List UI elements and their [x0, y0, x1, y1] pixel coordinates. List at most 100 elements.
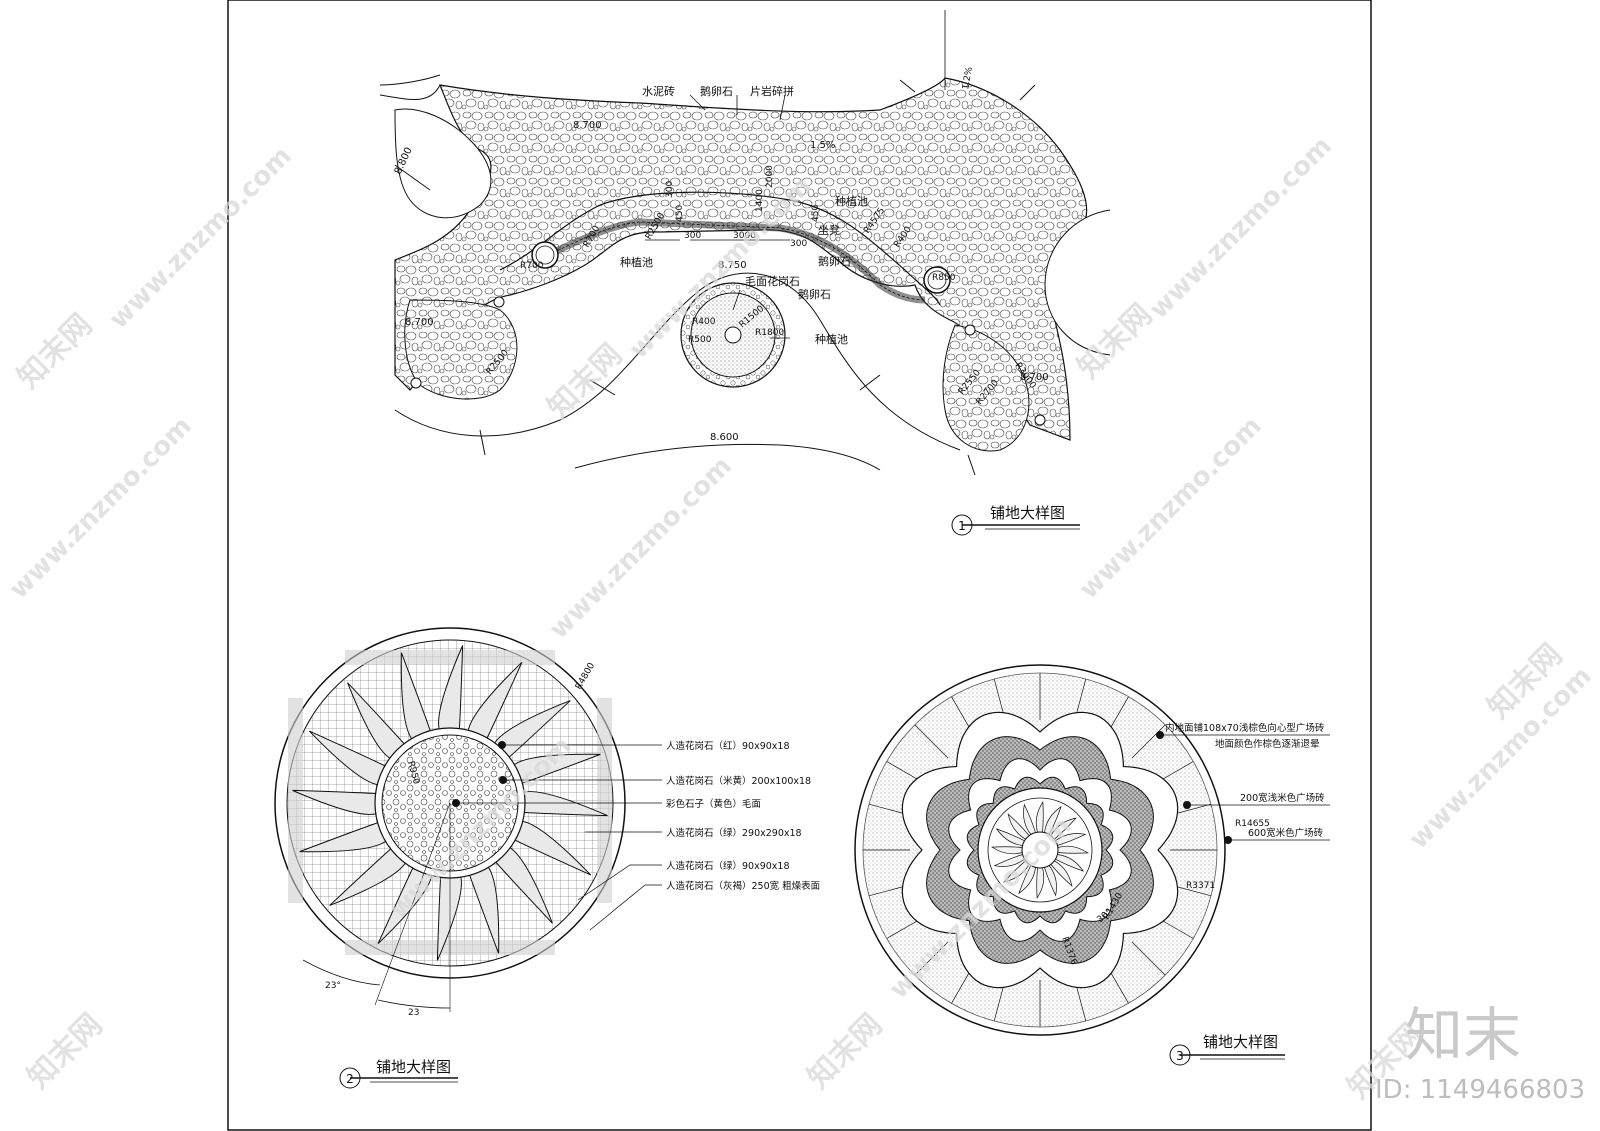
legend-item: 200宽浅米色广场砖 [1240, 792, 1325, 804]
level-mark: 8.750 [718, 260, 747, 271]
dimension: 450 [811, 205, 821, 222]
level-mark: 8.600 [710, 432, 739, 443]
tile-joint [914, 941, 949, 976]
svg-text:1: 1 [958, 519, 966, 533]
label-planter-left: 种植池 [620, 255, 653, 269]
drawing-frame [227, 0, 1372, 1131]
legend-item: 人造花岗石（红）90x90x18 [666, 740, 790, 752]
sun-ray [518, 791, 608, 817]
legend-item: 彩色石子（黄色）毛面 [666, 798, 761, 810]
detail-2-title: 2 铺地大样图 [339, 1058, 458, 1089]
sun-ray [347, 682, 409, 761]
tile-joint [914, 724, 949, 759]
watermark-site: www.znzmo.com [544, 451, 738, 645]
svg-text:铺地大样图: 铺地大样图 [990, 504, 1065, 522]
label-cobblestone-mid: 鹅卵石 [818, 254, 851, 268]
center-round-planter [680, 282, 786, 388]
label-cobblestone-circle: 鹅卵石 [798, 287, 831, 301]
radius-label: R3371 [1186, 881, 1215, 891]
paving-area-main [394, 77, 1088, 441]
mini-sun-ray [995, 828, 1025, 846]
bollard-node [535, 245, 555, 265]
center-sun-motif [991, 801, 1089, 899]
detail-3-legend: 内地面铺108x70浅棕色向心型广场砖 地面颜色作棕色逐渐退晕 200宽浅米色广… [1156, 722, 1330, 844]
sun-ray [438, 645, 464, 735]
legend-item: 地面颜色作棕色逐渐退晕 [1215, 738, 1320, 750]
left-lawn-island [394, 108, 492, 219]
watermark-brand: 知末网 [801, 1007, 889, 1095]
dimension: 300 [665, 181, 675, 198]
mini-sun-ray [1003, 860, 1030, 883]
mini-sun-ray [1044, 805, 1062, 835]
dimension: 450 [675, 205, 685, 222]
mini-sun-ray [1035, 801, 1044, 833]
left-circular-lobe [404, 299, 518, 400]
label-slate-mosaic: 片岩碎拼 [750, 84, 794, 98]
watermark-site: www.znzmo.com [1074, 411, 1268, 605]
dimension: 3000 [733, 231, 756, 241]
dimension: R1800 [755, 328, 784, 338]
detail-2-legend: 人造花岗石（红）90x90x18 人造花岗石（米黄）200x100x18 彩色石… [452, 740, 820, 931]
sun-ray [510, 820, 592, 876]
legend-item: 600宽米色广场砖 [1248, 827, 1324, 839]
legend-item: 人造花岗石（绿）90x90x18 [666, 860, 790, 872]
mini-sun-ray [1050, 817, 1077, 840]
watermark-site: www.znzmo.com [1144, 131, 1338, 325]
detail-3-title: 3 铺地大样图 [1169, 1033, 1285, 1066]
watermark-brand: 知末网 [541, 337, 629, 425]
mini-sun-ray [1018, 865, 1036, 895]
sun-ray [308, 730, 390, 786]
watermark-site: www.znzmo.com [4, 411, 198, 605]
slope-mark-top: 1.2% [961, 66, 975, 91]
watermark-brand: 知末网 [21, 1007, 109, 1095]
label-cement-brick: 水泥砖 [642, 84, 675, 98]
level-mark: 8.700 [573, 120, 602, 131]
label-bench: 坐凳 [818, 223, 840, 237]
sun-ray [492, 700, 571, 762]
dimension: R700 [520, 261, 544, 271]
watermark-id: ID: 1149466803 [1375, 1075, 1585, 1105]
label-planter-center: 种植池 [815, 332, 848, 346]
watermark-layer: www.znzmo.com 知末网 www.znzmo.com 知末网 www.… [4, 131, 1598, 1106]
mini-sun-ray [993, 854, 1025, 867]
sun-ray [467, 661, 523, 743]
planter-curve [499, 191, 941, 306]
sun-ray [299, 820, 390, 853]
tile-joint [1131, 724, 1166, 759]
watermark-brand: 知末网 [11, 307, 99, 395]
dimension: R850 [932, 273, 956, 283]
level-mark: 8.700 [405, 317, 434, 328]
sun-ray [491, 845, 553, 924]
legend-item: 人造花岗石（绿）290x290x18 [666, 827, 802, 839]
legend-item: 内地面铺108x70浅棕色向心型广场砖 [1165, 722, 1325, 734]
bollard-node [927, 270, 947, 290]
mini-sun-ray [1050, 860, 1073, 887]
dimension: 300 [684, 231, 701, 241]
lawn-edge-curve [394, 272, 961, 451]
legend-item: 人造花岗石（灰褐）250宽 粗燥表面 [666, 880, 820, 892]
mini-sun-ray [1023, 803, 1036, 835]
sun-ray [436, 871, 462, 961]
sun-ray [329, 844, 408, 906]
radius-label: R14655 [1235, 819, 1270, 829]
right-circular-lobe [942, 324, 1030, 452]
mini-sun-ray [1044, 865, 1057, 897]
mini-sun-ray [1055, 854, 1085, 872]
sun-ray [377, 863, 433, 945]
dimension: 1400 [755, 189, 765, 212]
mini-sun-ray [1055, 833, 1087, 846]
sun-rays [292, 645, 608, 961]
slope-mark: 1.5% [810, 140, 835, 151]
mini-sun-ray [1057, 845, 1089, 854]
mini-sun-ray [1007, 813, 1030, 840]
angle-label: 23° [325, 981, 341, 991]
dimension: 300 [790, 239, 807, 249]
label-granite-rough: 毛面花岗石 [745, 275, 800, 288]
svg-text:铺地大样图: 铺地大样图 [1203, 1033, 1278, 1051]
sun-ray [292, 789, 382, 815]
mini-sun-ray [991, 846, 1023, 855]
paving-detail-2-sun-medallion: R4800 R950 23° 23 人造花岗石（红）90x90x18 人造花岗石… [274, 627, 820, 1089]
svg-text:3: 3 [1176, 1049, 1184, 1063]
tile-joint [1131, 941, 1166, 976]
